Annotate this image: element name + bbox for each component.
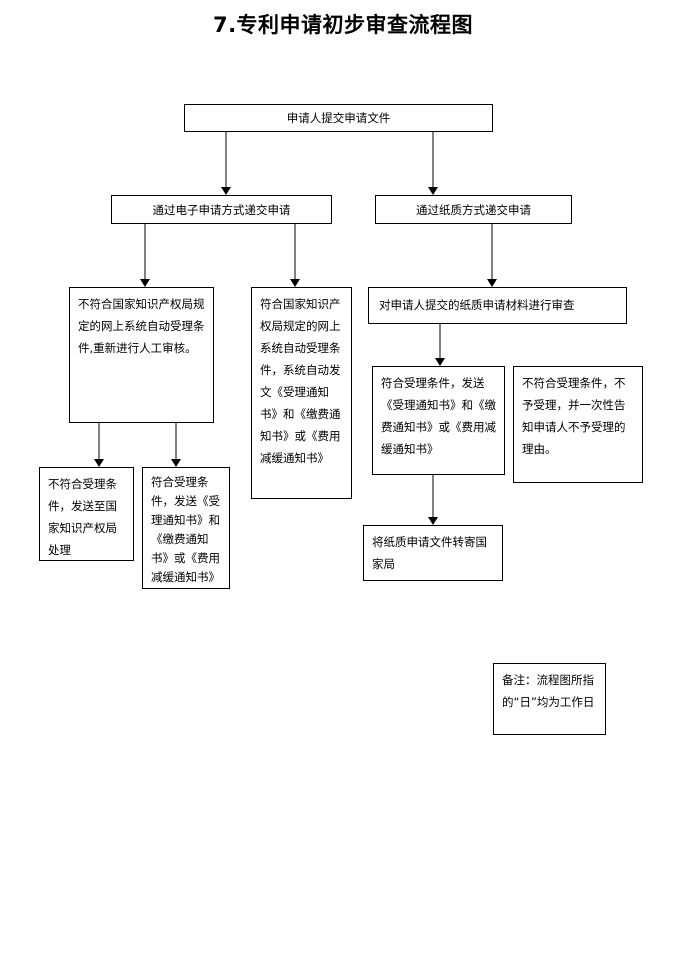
node-manual-rejected: 不符合受理条件，发送至国家知识产权局处理 [39,467,134,561]
node-paper-accepted: 符合受理条件，发送《受理通知书》和《缴费通知书》或《费用减缓通知书》 [372,366,505,475]
page-title: 7.专利申请初步审查流程图 [212,13,474,37]
node-electronic-submission: 通过电子申请方式递交申请 [111,195,332,224]
node-manual-accepted: 符合受理条件，发送《受理通知书》和《缴费通知书》或《费用减缓通知书》 [142,467,230,589]
node-paper-review: 对申请人提交的纸质申请材料进行审查 [368,287,627,324]
node-submit-application: 申请人提交申请文件 [184,104,493,132]
node-forward-to-office: 将纸质申请文件转寄国家局 [363,525,503,581]
node-electronic-not-auto-accepted: 不符合国家知识产权局规定的网上系统自动受理条件,重新进行人工审核。 [69,287,214,423]
note-box: 备注：流程图所指的“日”均为工作日 [493,663,606,735]
node-paper-submission: 通过纸质方式递交申请 [375,195,572,224]
node-paper-rejected: 不符合受理条件，不予受理，并一次性告知申请人不予受理的理由。 [513,366,643,483]
node-electronic-auto-accepted: 符合国家知识产权局规定的网上系统自动受理条件，系统自动发文《受理通知书》和《缴费… [251,287,352,499]
